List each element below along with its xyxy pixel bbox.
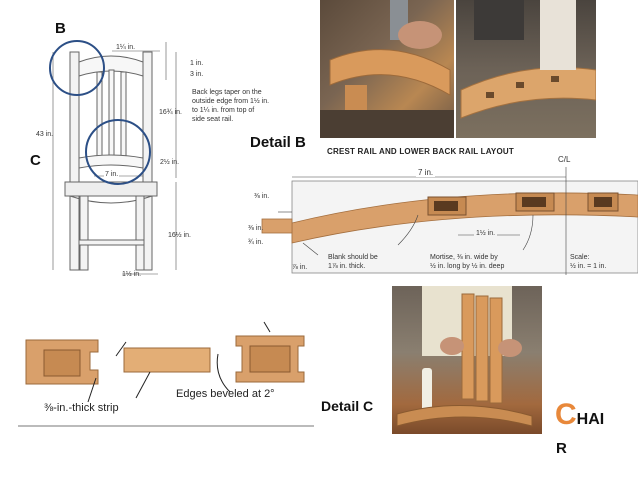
chair-elevation-drawing: 1¼ in. 1 in. 3 in. Back legs taper on th…	[0, 0, 269, 290]
drill-press-illustration	[320, 0, 454, 138]
dim-three-eighths: ⅜ in.	[254, 193, 270, 200]
dim-three-in: 3 in.	[190, 71, 204, 78]
mortise-note: Mortise, ⅜ in. wide by ½ in. long by ½ i…	[430, 254, 505, 270]
label-b: B	[55, 20, 66, 37]
dim-7in-layout: 7 in.	[416, 168, 436, 177]
edges-label: Edges beveled at 2°	[176, 388, 275, 400]
strip-drawing	[18, 321, 314, 427]
assembly-illustration	[396, 286, 533, 427]
scale-note: Scale: ½ in. = 1 in.	[570, 254, 607, 270]
detail-b-label: Detail B	[250, 134, 306, 151]
chair-title-r: R	[556, 440, 567, 457]
photo-assembling-slats	[392, 286, 542, 434]
dim-height-16: 16¾ in.	[159, 109, 182, 116]
label-c: C	[30, 152, 41, 169]
dim-top-width: 1¼ in.	[116, 44, 136, 51]
dim-seat-height: 16½ in.	[168, 232, 191, 239]
dim-total-height: 43 in.	[36, 131, 54, 138]
dim-one-in: 1 in.	[190, 60, 204, 67]
strip-label: ⅜-in.-thick strip	[44, 402, 119, 414]
dim-bottom-left: ⅞ in.	[292, 264, 308, 271]
layout-title: CREST RAIL AND LOWER BACK RAIL LAYOUT	[327, 147, 514, 156]
photo-drilling-crest-rail	[320, 0, 454, 138]
dim-leg-width: 1½ in.	[122, 271, 142, 278]
cl-label: C/L	[558, 155, 571, 164]
chisel-illustration	[460, 0, 596, 119]
blank-note: Blank should be 1⅞ in. thick.	[328, 254, 378, 270]
dim-two-in: 2½ in.	[160, 159, 180, 166]
dim-one-half: 1½ in.	[474, 230, 498, 237]
strip-diagram: ⅜-in.-thick strip Edges beveled at 2°	[18, 318, 318, 428]
photo-chiseling-mortise	[456, 0, 596, 138]
dim-side-b: ¾ in.	[248, 239, 264, 246]
crest-rail-layout-diagram: C/L 7 in. ⅜ in. ⅜ in. ¾ in. ⅞ in. 1½ in.…	[248, 155, 638, 285]
detail-c-label: Detail C	[321, 398, 374, 414]
crest-rail-drawing	[261, 167, 638, 275]
taper-note: Back legs taper on the outside edge from…	[192, 89, 270, 123]
dim-side-a: ⅜ in.	[248, 225, 264, 232]
dim-seven-in: 7 in.	[104, 171, 120, 178]
chair-title-c: C	[555, 398, 577, 431]
chair-title: CHAI	[555, 398, 604, 432]
chair-title-hai: HAI	[576, 411, 605, 428]
